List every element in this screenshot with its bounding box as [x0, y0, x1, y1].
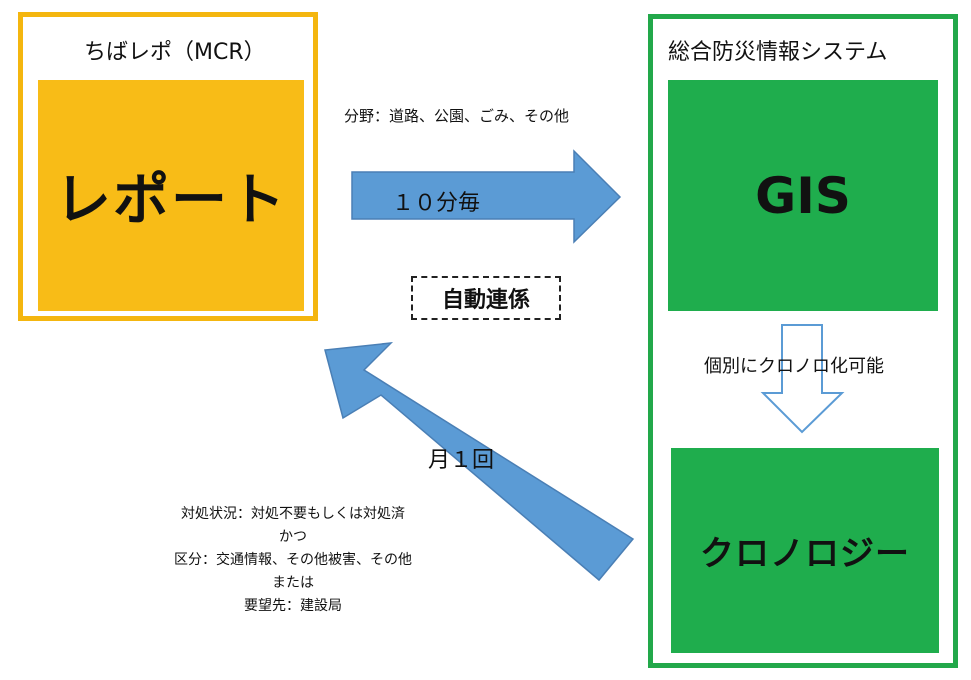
monthly-interval-label: 月１回	[428, 448, 495, 473]
gis-box: GIS	[668, 80, 938, 311]
ten-minute-interval-label: １０分毎	[392, 191, 481, 216]
transfer-conditions: 対処状況：対処不要もしくは対処済 かつ 区分：交通情報、その他被害、その他 また…	[118, 503, 468, 618]
condition-line: 対処状況：対処不要もしくは対処済	[181, 506, 405, 522]
mcr-system-frame	[18, 12, 318, 321]
chronology-box: クロノロジー	[671, 448, 939, 653]
arrow-to-report	[324, 342, 635, 582]
auto-link-box: 自動連係	[411, 276, 561, 320]
arrow-to-gis	[351, 149, 622, 244]
condition-line: かつ	[279, 529, 307, 545]
disaster-info-system-title: 総合防災情報システム	[668, 40, 888, 65]
report-box: レポート	[38, 80, 304, 311]
arrow-gis-to-chronology	[760, 324, 845, 434]
condition-line: 区分：交通情報、その他被害、その他	[174, 552, 412, 568]
report-label: レポート	[55, 168, 287, 233]
chronology-possible-label: 個別にクロノロ化可能	[704, 356, 884, 377]
condition-line: 要望先：建設局	[244, 598, 342, 614]
disaster-info-system-frame	[648, 14, 958, 668]
mcr-system-title: ちばレポ（MCR）	[84, 40, 266, 65]
gis-label: GIS	[755, 166, 851, 225]
auto-link-label: 自動連係	[441, 288, 530, 313]
condition-line: または	[272, 575, 314, 591]
field-label: 分野：道路、公園、ごみ、その他	[344, 107, 570, 125]
chronology-label: クロノロジー	[700, 534, 910, 574]
